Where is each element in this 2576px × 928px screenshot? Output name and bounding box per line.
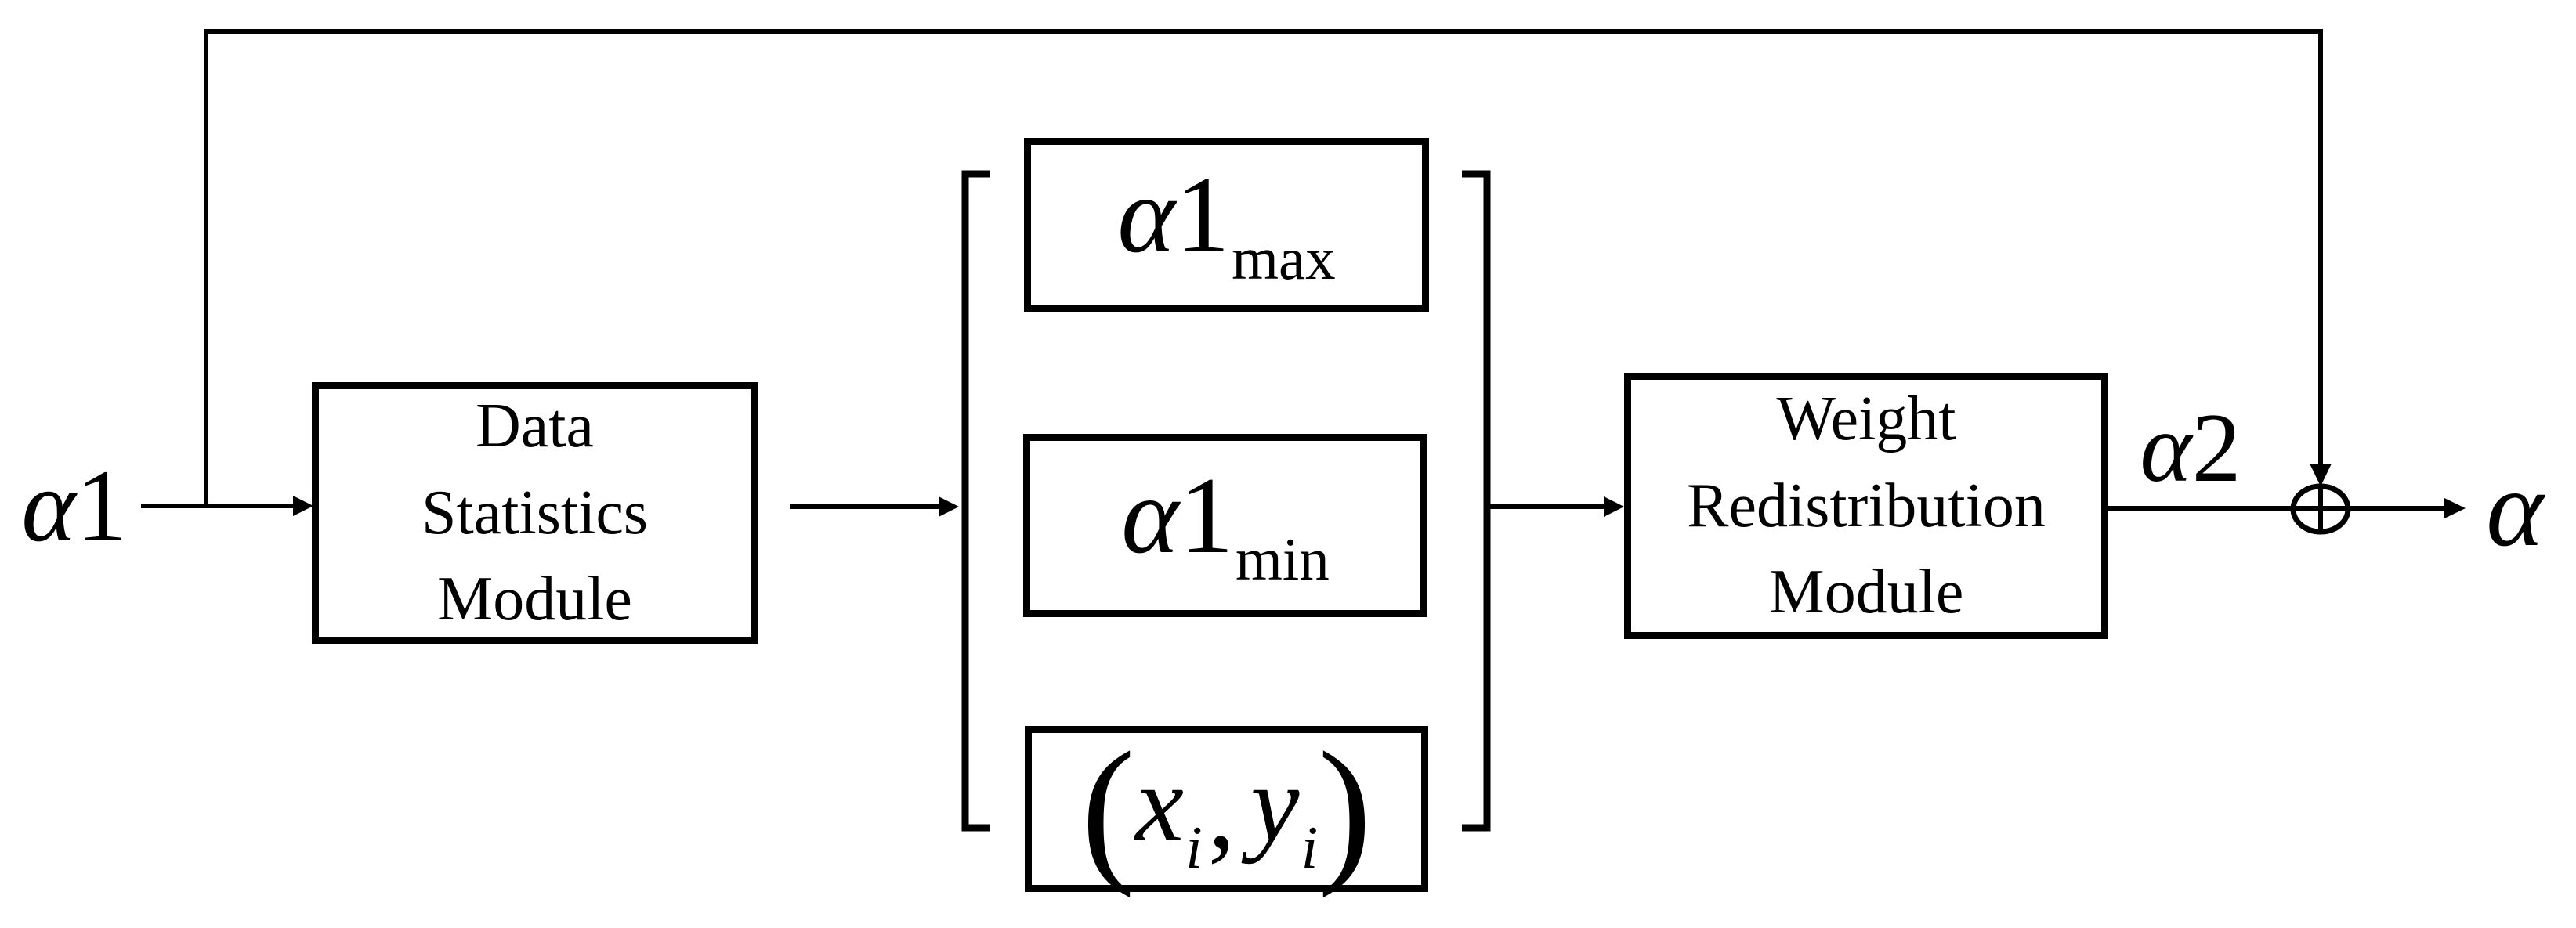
data-statistics-module-box: Data Statistics Module: [312, 382, 758, 644]
alpha1-min-label: α1min: [1121, 455, 1330, 593]
right-bracket: [1462, 170, 1491, 832]
alpha1-min-box: α1min: [1023, 434, 1427, 617]
sum-junction-icon: [2290, 483, 2351, 535]
alpha1-max-box: α1max: [1024, 138, 1429, 312]
left-bracket: [961, 170, 990, 832]
data-statistics-line-1: Data: [475, 392, 594, 461]
alpha1-max-label: α1max: [1117, 154, 1336, 292]
input-arrowhead-icon: [293, 496, 313, 516]
sample-points-box: (xi,yi): [1025, 726, 1428, 892]
intermediate-label-text: α2: [2140, 393, 2241, 503]
vector-to-weight-arrowhead-icon: [1604, 496, 1624, 517]
sample-points-label: (xi,yi): [1080, 718, 1373, 899]
output-arrowhead-icon: [2444, 498, 2466, 518]
input-label-text: α1: [21, 448, 128, 563]
input-label-alpha1: α1: [11, 443, 138, 569]
weight-redistribution-line-2: Redistribution: [1687, 471, 2046, 540]
intermediate-label-alpha2: α2: [2120, 392, 2261, 505]
skip-connection-line: [204, 29, 2323, 506]
weight-redistribution-line-1: Weight: [1776, 385, 1956, 454]
weight-redistribution-line-3: Module: [1768, 558, 1964, 627]
output-label-alpha: α: [2460, 448, 2570, 569]
skip-connection-arrowhead-icon: [2310, 464, 2332, 486]
stats-to-vector-arrowhead-icon: [939, 496, 959, 517]
output-label-text: α: [2486, 447, 2544, 569]
weight-redistribution-module-box: Weight Redistribution Module: [1624, 373, 2108, 639]
data-statistics-line-2: Statistics: [421, 478, 648, 547]
data-statistics-line-3: Module: [437, 565, 632, 634]
